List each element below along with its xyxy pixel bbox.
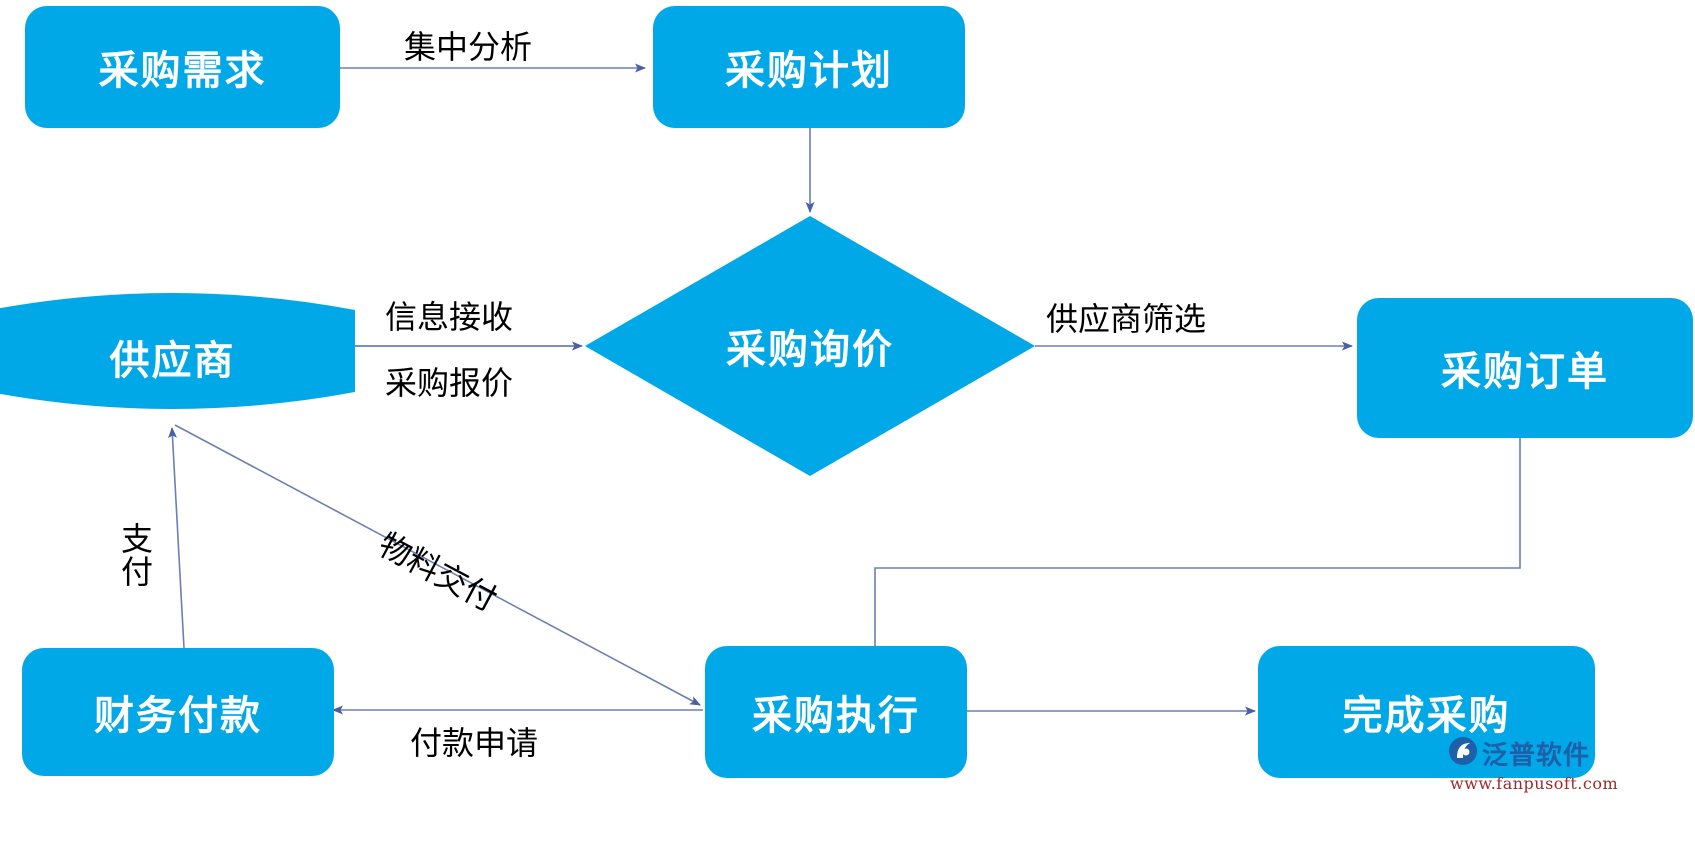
node-purchase-order[interactable]: 采购订单 <box>1357 298 1693 438</box>
node-purchase-execute[interactable]: 采购执行 <box>705 646 967 778</box>
node-purchase-inquiry[interactable]: 采购询价 <box>585 216 1035 476</box>
node-purchase-demand[interactable]: 采购需求 <box>25 6 340 128</box>
edge-supplier-to-execute <box>174 424 701 706</box>
node-supplier[interactable]: 供应商 <box>0 284 355 418</box>
fanpu-logo-icon <box>1448 736 1478 771</box>
diamond-shape <box>585 216 1035 476</box>
watermark-row: 泛普软件 <box>1448 735 1590 772</box>
edge-finance-to-supplier <box>168 427 185 649</box>
watermark-brand: 泛普软件 <box>1482 741 1591 771</box>
edge-label-centralized-analysis: 集中分析 <box>404 28 533 66</box>
node-label: 采购订单 <box>1441 349 1609 395</box>
edge-label-purchase-quote: 采购报价 <box>385 364 514 402</box>
edge-label-supplier-screening: 供应商筛选 <box>1046 300 1207 338</box>
node-finance-payment[interactable]: 财务付款 <box>22 648 334 776</box>
node-label: 财务付款 <box>94 693 262 739</box>
node-label: 采购需求 <box>98 48 267 94</box>
node-purchase-plan[interactable]: 采购计划 <box>653 6 965 128</box>
node-label: 供应商 <box>109 338 236 384</box>
node-label: 采购计划 <box>725 48 893 94</box>
edge-label-info-receive: 信息接收 <box>385 298 514 336</box>
node-complete-purchase[interactable]: 完成采购 <box>1258 646 1595 778</box>
watermark-url: www.fanpusoft.com <box>1450 774 1619 793</box>
edge-order-to-execute <box>870 438 1521 693</box>
watermark: 泛普软件 www.fanpusoft.com <box>1448 735 1618 793</box>
node-label: 采购询价 <box>726 327 894 373</box>
edge-label-payment: 支付 <box>116 522 154 588</box>
cylinder-shape <box>0 293 355 409</box>
edge-label-payment-request: 付款申请 <box>410 724 539 762</box>
node-label: 采购执行 <box>752 693 920 739</box>
node-label: 完成采购 <box>1342 693 1511 739</box>
